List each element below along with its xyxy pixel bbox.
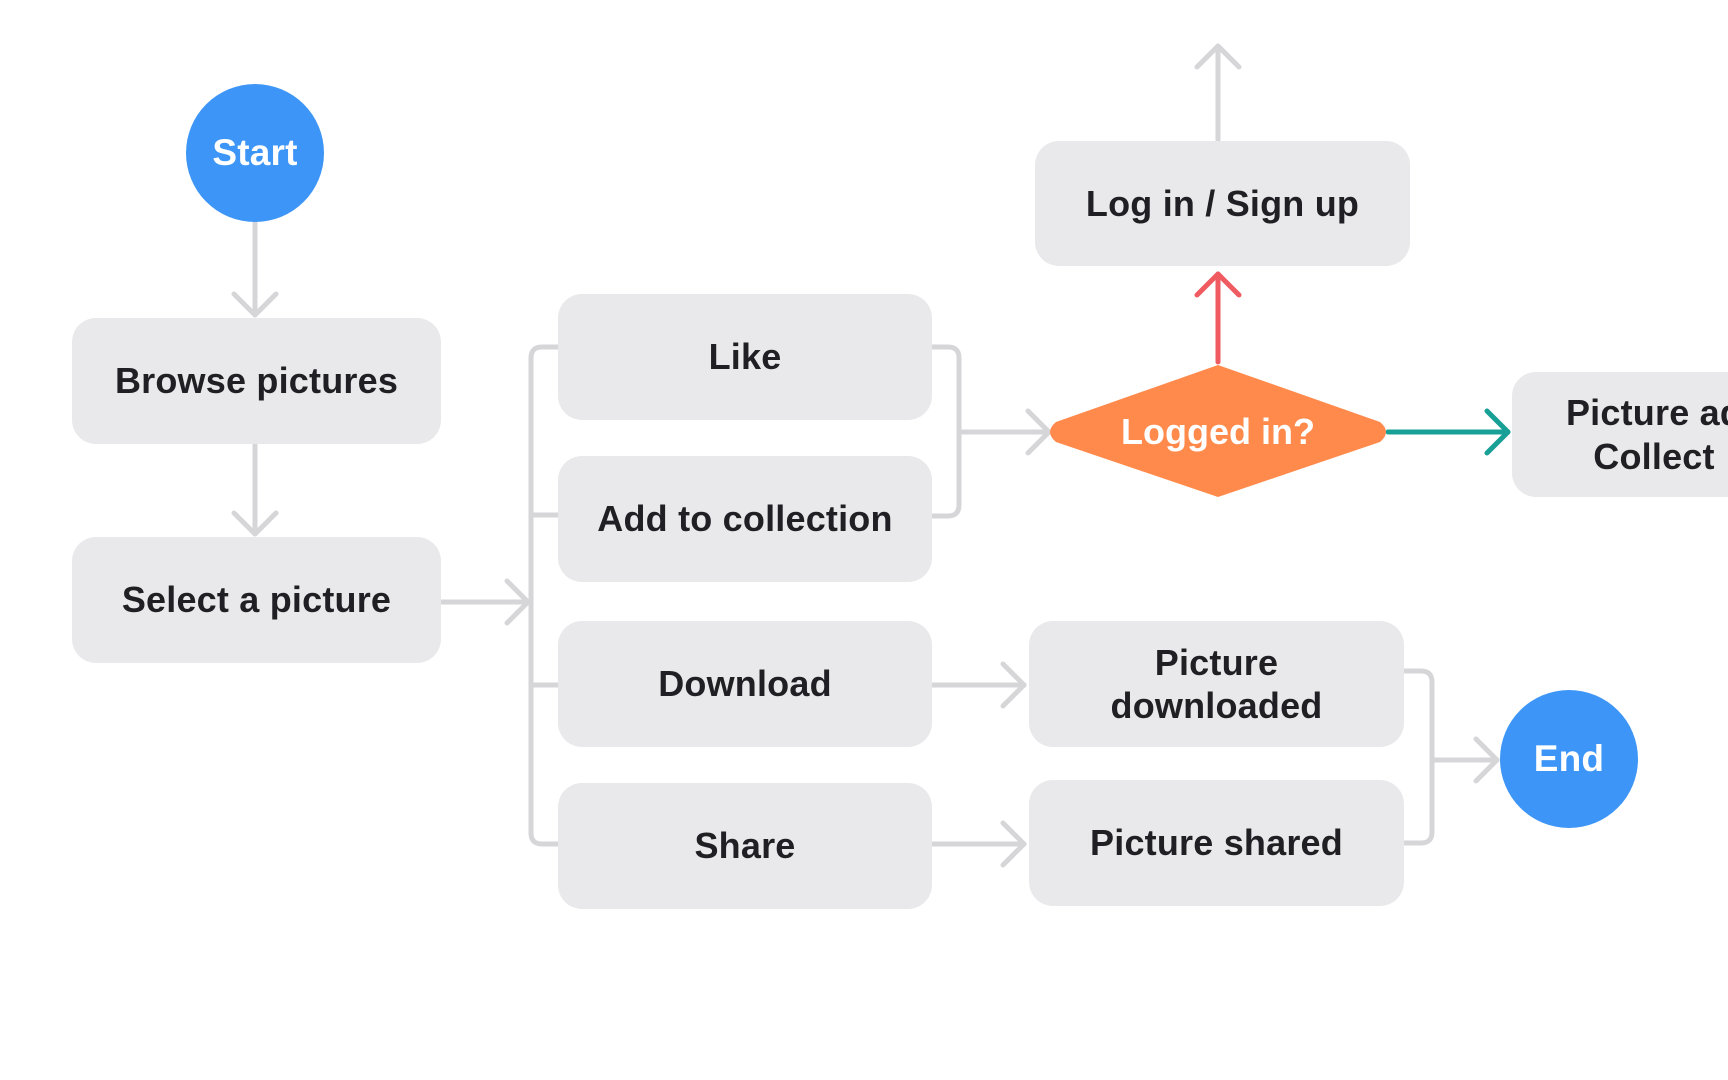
picture-downloaded-node[interactable]: Picture downloaded xyxy=(1029,621,1404,747)
like-label: Like xyxy=(708,336,782,378)
arrowhead-browse-to-select xyxy=(231,510,279,537)
browse-pictures-label: Browse pictures xyxy=(114,360,399,402)
merge-bracket-like-add xyxy=(929,344,962,519)
select-picture-label: Select a picture xyxy=(121,579,392,621)
share-label: Share xyxy=(694,825,796,867)
picture-added-line2: Collect xyxy=(1593,435,1715,477)
picture-shared-label: Picture shared xyxy=(1090,822,1343,864)
arrowhead-merge-to-decision xyxy=(1025,408,1052,456)
arrowhead-decision-to-login xyxy=(1194,271,1242,298)
arrowhead-select-to-actions xyxy=(504,578,531,626)
like-node[interactable]: Like xyxy=(558,294,932,420)
picture-added-line1: Picture ad xyxy=(1565,392,1728,434)
merge-bracket-results xyxy=(1402,668,1435,846)
picture-downloaded-line1: Picture xyxy=(1154,641,1279,683)
arrowhead-start-to-browse xyxy=(231,291,279,318)
share-node[interactable]: Share xyxy=(558,783,932,909)
end-node[interactable]: End xyxy=(1500,690,1638,828)
decision-diamond[interactable] xyxy=(1050,365,1386,497)
download-label: Download xyxy=(658,663,832,705)
select-picture-node[interactable]: Select a picture xyxy=(72,537,441,663)
arrowhead-download-to-downloaded xyxy=(1000,661,1027,709)
arrowhead-login-up xyxy=(1194,43,1242,70)
arrowhead-decision-to-added xyxy=(1484,408,1511,456)
picture-downloaded-line2: downloaded xyxy=(1110,685,1323,726)
start-label: Start xyxy=(212,132,298,173)
branch-bracket-actions xyxy=(528,344,561,847)
picture-added-node[interactable]: Picture ad Collect xyxy=(1512,372,1728,497)
download-node[interactable]: Download xyxy=(558,621,932,747)
arrowhead-share-to-shared xyxy=(1000,820,1027,868)
login-signup-label: Log in / Sign up xyxy=(1085,182,1360,224)
add-to-collection-node[interactable]: Add to collection xyxy=(558,456,932,582)
login-signup-node[interactable]: Log in / Sign up xyxy=(1035,141,1410,266)
start-node[interactable]: Start xyxy=(186,84,324,222)
picture-downloaded-label: Picture downloaded xyxy=(1111,641,1323,727)
picture-added-label: Picture ad Collect xyxy=(1512,391,1728,477)
arrowhead-results-to-end xyxy=(1473,736,1500,784)
end-label: End xyxy=(1533,738,1605,779)
browse-pictures-node[interactable]: Browse pictures xyxy=(72,318,441,444)
picture-shared-node[interactable]: Picture shared xyxy=(1029,780,1404,906)
add-to-collection-label: Add to collection xyxy=(597,498,893,540)
